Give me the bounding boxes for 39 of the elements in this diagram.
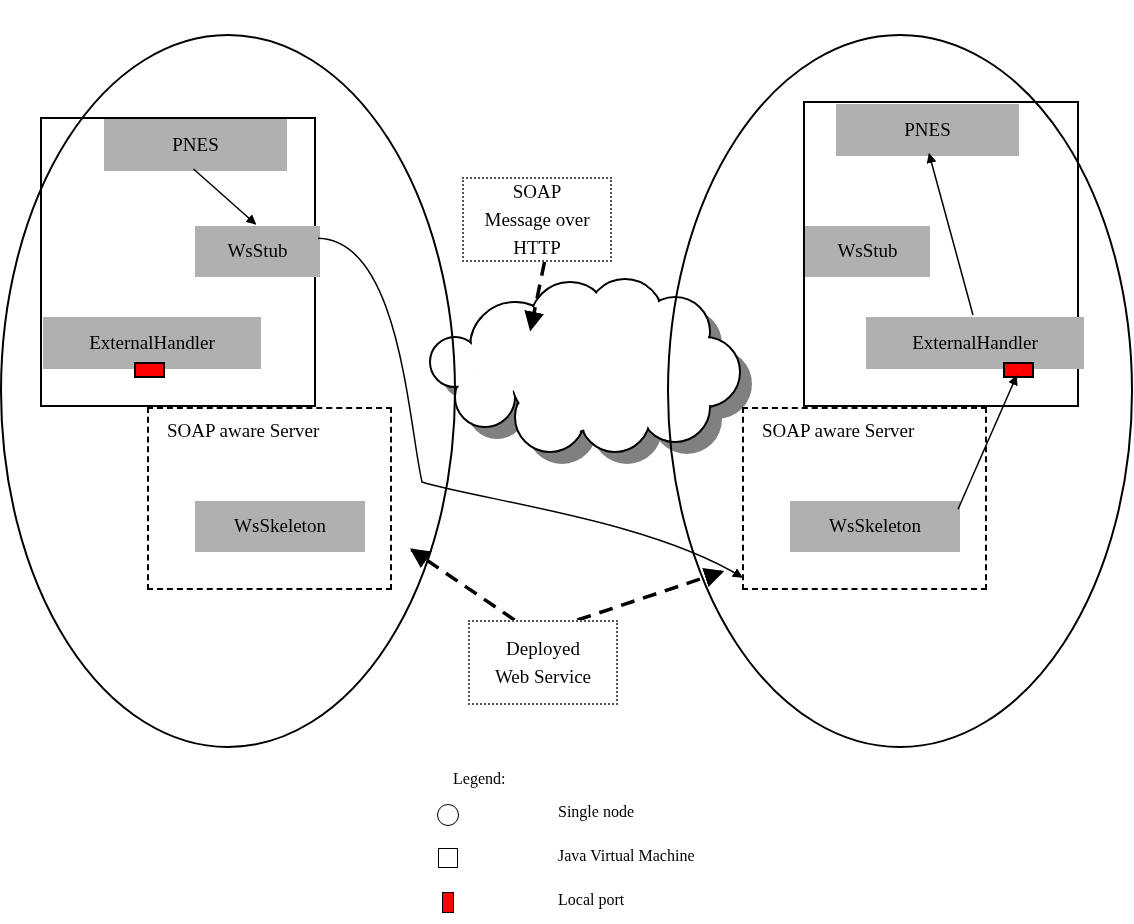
component-box bbox=[805, 226, 930, 277]
legend-label: Java Virtual Machine bbox=[558, 846, 695, 866]
component-box bbox=[790, 501, 960, 552]
arrow bbox=[409, 548, 516, 622]
legend-label: Local port bbox=[558, 890, 625, 911]
server-box bbox=[147, 407, 392, 590]
box-label: Deployed Web Service bbox=[493, 636, 593, 689]
note-box bbox=[462, 177, 612, 262]
arrow bbox=[957, 375, 1018, 510]
box-label: WsSkeleton bbox=[829, 514, 921, 539]
arrow bbox=[317, 237, 743, 578]
component-box bbox=[866, 317, 1084, 369]
legend-label: Single node bbox=[558, 802, 634, 823]
component-box bbox=[836, 104, 1019, 156]
component-box bbox=[104, 119, 287, 171]
server-box bbox=[742, 407, 987, 590]
box-label: WsSkeleton bbox=[234, 514, 326, 539]
box-label: ExternalHandler bbox=[89, 330, 215, 355]
component-box bbox=[195, 501, 365, 552]
node-ellipse bbox=[668, 35, 1132, 747]
box-label: WsStub bbox=[227, 239, 288, 264]
component-box bbox=[195, 226, 320, 277]
box-heading: SOAP aware Server bbox=[167, 419, 320, 443]
port-marker bbox=[134, 362, 165, 378]
note-box bbox=[468, 620, 618, 705]
box-label: PNES bbox=[904, 117, 951, 142]
arrow bbox=[524, 261, 547, 332]
arrow bbox=[192, 168, 257, 225]
box-label: ExternalHandler bbox=[912, 330, 1038, 355]
node-ellipse bbox=[1, 35, 455, 747]
port-marker bbox=[1003, 362, 1034, 378]
component-box bbox=[43, 317, 261, 369]
legend-heading: Legend: bbox=[453, 769, 506, 790]
box-label: SOAP Message over HTTP bbox=[484, 179, 590, 260]
box-label: WsStub bbox=[837, 239, 898, 264]
arrow bbox=[926, 153, 974, 316]
box-heading: SOAP aware Server bbox=[762, 419, 915, 443]
arrow bbox=[576, 567, 725, 622]
box-label: PNES bbox=[172, 132, 219, 157]
